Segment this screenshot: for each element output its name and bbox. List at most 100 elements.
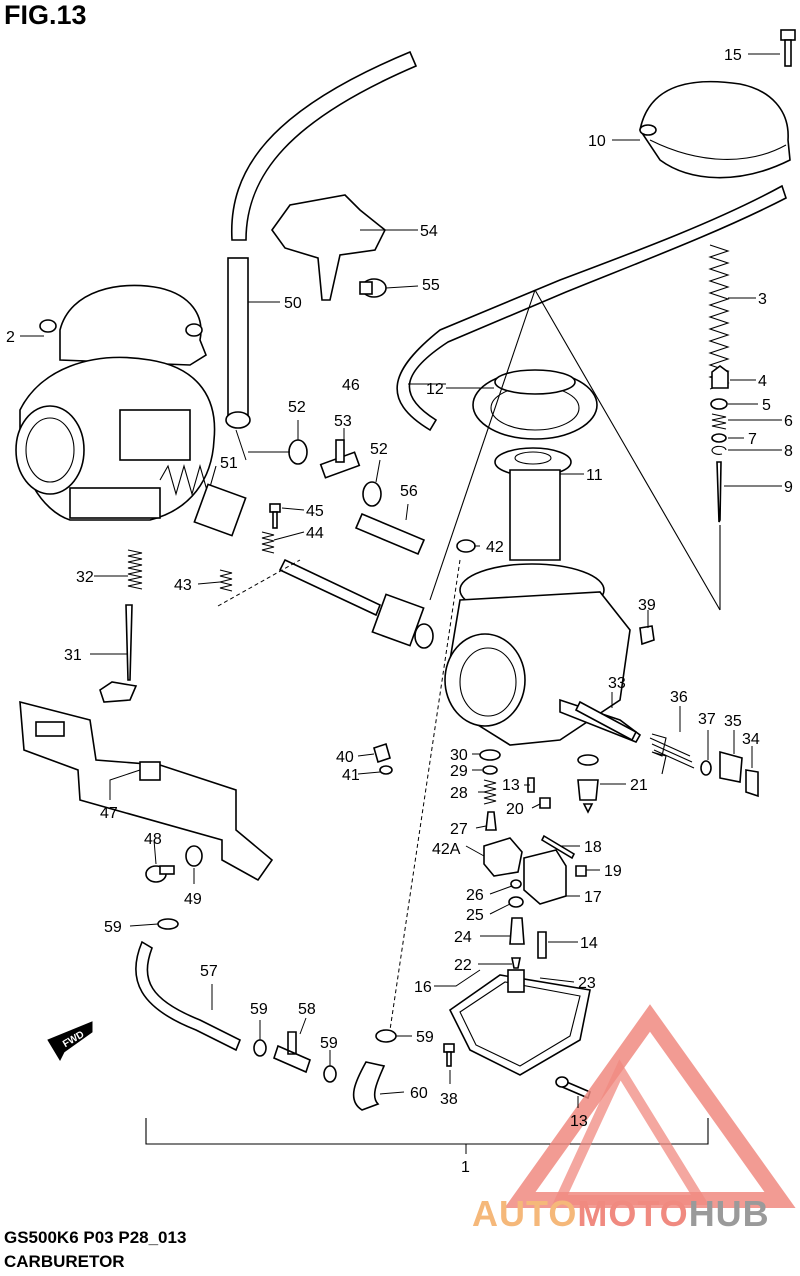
guide-line-cover <box>429 289 536 601</box>
callout-11: 11 <box>586 467 603 484</box>
throttle-rod-33 <box>574 700 638 742</box>
needle-holder-4 <box>711 365 729 389</box>
seal-42 <box>456 539 476 553</box>
watermark-text: AUTOMOTOHUB <box>472 1193 770 1234</box>
caption-code: GS500K6 P03 P28_013 <box>4 1228 187 1247</box>
spring-3 <box>708 244 730 390</box>
hose-46 <box>396 184 787 432</box>
callout-52-a: 52 <box>288 399 306 416</box>
callout-22: 22 <box>454 957 472 974</box>
callout-58: 58 <box>298 1001 316 1018</box>
callout-23: 23 <box>578 975 596 992</box>
cap-34 <box>745 769 759 798</box>
callout-35: 35 <box>724 713 742 730</box>
spring-36-coil <box>649 737 695 769</box>
float-17 <box>523 849 567 905</box>
hose-52-a <box>288 439 308 465</box>
callout-20: 20 <box>506 801 524 818</box>
fwd-arrow-icon: FWD <box>47 1021 93 1062</box>
diaphragm-12 <box>472 369 598 440</box>
callout-41: 41 <box>342 767 360 784</box>
callout-2: 2 <box>6 329 15 346</box>
callout-31: 31 <box>64 647 82 664</box>
callout-46: 46 <box>342 377 360 394</box>
callout-26: 26 <box>466 887 484 904</box>
callout-33: 33 <box>608 675 626 692</box>
valve-21 <box>577 754 599 814</box>
callout-3: 3 <box>758 291 767 308</box>
pin-18 <box>540 834 576 860</box>
spring-6 <box>711 413 727 430</box>
callout-47: 47 <box>100 805 118 822</box>
idle-screw-31 <box>99 604 138 703</box>
bracket-54 <box>271 194 387 301</box>
callout-13-b: 13 <box>570 1113 588 1130</box>
callout-14: 14 <box>580 935 598 952</box>
leader-lines <box>20 53 782 1108</box>
callout-51: 51 <box>220 455 238 472</box>
callout-48: 48 <box>144 831 162 848</box>
screw-13-bottom <box>555 1076 591 1100</box>
callout-37: 37 <box>698 711 716 728</box>
callout-56: 56 <box>400 483 418 500</box>
screw-38 <box>443 1043 455 1067</box>
guide-line-needle <box>534 289 721 611</box>
callout-52-b: 52 <box>370 441 388 458</box>
callout-53: 53 <box>334 413 352 430</box>
callout-44: 44 <box>306 525 324 542</box>
callout-59-b: 59 <box>250 1001 268 1018</box>
callout-30: 30 <box>450 747 468 764</box>
jet-27 <box>485 811 497 831</box>
callout-43: 43 <box>174 577 192 594</box>
top-cover-10 <box>639 80 791 179</box>
guide-line-throttle <box>217 559 301 607</box>
clip-41 <box>379 765 393 775</box>
callout-18: 18 <box>584 839 602 856</box>
float-42a <box>483 837 523 877</box>
callout-13-a: 13 <box>502 777 520 794</box>
callout-12: 12 <box>426 381 444 398</box>
callout-42: 42 <box>486 539 504 556</box>
callout-57: 57 <box>200 963 218 980</box>
callout-17: 17 <box>584 889 602 906</box>
callout-19: 19 <box>604 863 622 880</box>
callout-15: 15 <box>724 47 742 64</box>
screw-15 <box>780 29 796 67</box>
jet-needle-9 <box>716 461 722 523</box>
cap-40 <box>373 742 391 764</box>
spring-43 <box>219 569 233 592</box>
pilot-jet-14 <box>537 931 547 959</box>
callout-32: 32 <box>76 569 94 586</box>
callout-59-d: 59 <box>416 1029 434 1046</box>
screw-19 <box>575 865 587 877</box>
callout-59-a: 59 <box>104 919 122 936</box>
callout-4: 4 <box>758 373 767 390</box>
float-chamber <box>448 969 591 1076</box>
spring-32 <box>127 549 143 590</box>
washer-5 <box>710 398 728 410</box>
callout-42a: 42A <box>432 841 461 858</box>
washer-25 <box>508 896 524 908</box>
callout-1: 1 <box>461 1159 470 1176</box>
washer-37 <box>700 760 712 776</box>
clamp-59-b <box>253 1039 267 1057</box>
callout-50: 50 <box>284 295 302 312</box>
screw-20 <box>539 797 551 809</box>
needle-valve-26 <box>510 879 522 889</box>
o-ring-30 <box>479 749 501 761</box>
jet-13 <box>527 777 535 793</box>
screw-48 <box>145 865 175 883</box>
callout-7: 7 <box>748 431 757 448</box>
piston-11 <box>494 447 572 561</box>
callout-25: 25 <box>466 907 484 924</box>
guide-line-float <box>389 559 461 1031</box>
screw-45 <box>269 503 281 529</box>
callout-6: 6 <box>784 413 793 430</box>
main-jet-24 <box>509 917 525 945</box>
throttle-shaft-assembly <box>159 463 434 649</box>
hose-60 <box>352 1061 386 1111</box>
callout-21: 21 <box>630 777 648 794</box>
clamp-59-c <box>323 1065 337 1083</box>
callout-24: 24 <box>454 929 472 946</box>
